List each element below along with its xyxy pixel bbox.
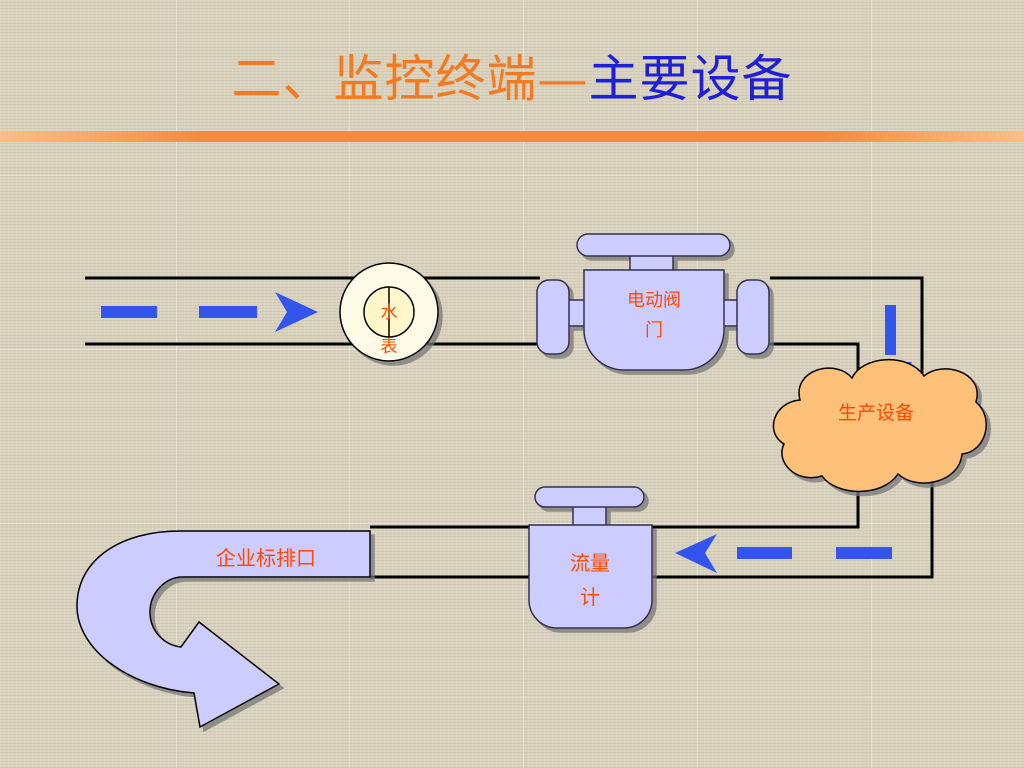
background-gridline bbox=[0, 697, 1024, 698]
background-gridline bbox=[0, 175, 1024, 176]
inlet-flow-arrow bbox=[101, 292, 318, 332]
production-equipment-label: 生产设备 bbox=[838, 402, 914, 424]
valve-label: 电动阀 bbox=[627, 290, 681, 311]
background-gridline bbox=[697, 0, 698, 768]
return-flow-arrow bbox=[675, 534, 892, 573]
background-gridline bbox=[176, 0, 177, 768]
water-meter bbox=[339, 262, 439, 362]
flow-meter-label: 流量 bbox=[570, 551, 610, 575]
discharge-outlet-arrow bbox=[76, 530, 371, 729]
water-meter-label: 表 bbox=[381, 337, 398, 357]
background-gridline bbox=[349, 0, 350, 768]
motorized-valve bbox=[536, 233, 770, 371]
title-divider bbox=[0, 131, 1024, 142]
background-gridline bbox=[523, 0, 524, 768]
title-part-blue: 主要设备 bbox=[588, 50, 793, 108]
background-gridline bbox=[0, 349, 1024, 350]
title-part-orange: 二、监控终端— bbox=[231, 50, 589, 108]
flow-meter bbox=[528, 486, 653, 629]
slide-title: 二、监控终端—主要设备 bbox=[0, 44, 1024, 114]
pipe-lines bbox=[85, 276, 934, 579]
background-gridline bbox=[0, 523, 1024, 524]
water-meter-label: 水 bbox=[381, 303, 398, 323]
outlet-label: 企业标排口 bbox=[216, 546, 316, 570]
production-equipment-cloud bbox=[772, 359, 987, 493]
flow-meter-label: 计 bbox=[580, 585, 600, 609]
valve-label: 门 bbox=[645, 320, 663, 341]
